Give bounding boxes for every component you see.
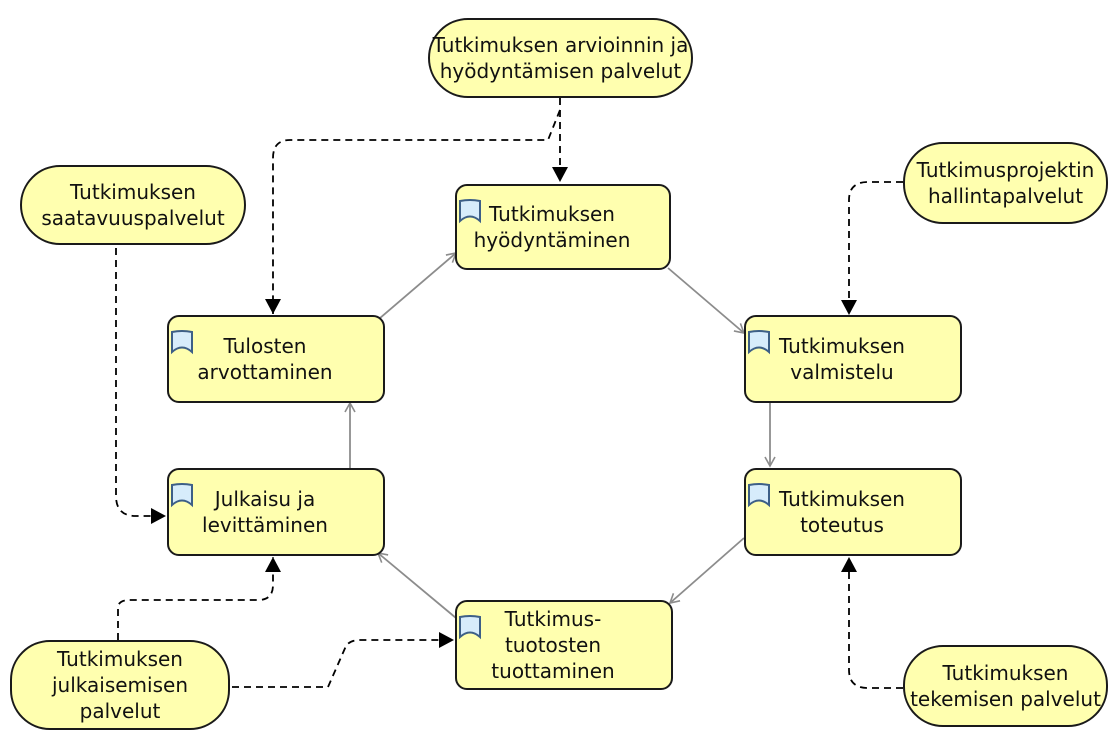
- process-tutkimuksen-valmistelu[interactable]: Tutkimuksen valmistelu: [744, 315, 962, 403]
- serve-julkaiseminen-to-julkaisu: [117, 557, 281, 640]
- process-label: Tutkimuksen valmistelu: [779, 334, 905, 384]
- process-label: Tulosten arvottaminen: [197, 334, 333, 384]
- bookmark-flag-icon: [459, 199, 481, 224]
- service-saatavuuspalvelut[interactable]: Tutkimuksen saatavuuspalvelut: [20, 165, 246, 245]
- service-hallintapalvelut[interactable]: Tutkimusprojektin hallintapalvelut: [903, 142, 1108, 224]
- service-label: Tutkimusprojektin hallintapalvelut: [916, 158, 1095, 208]
- bookmark-flag-icon: [171, 483, 193, 508]
- flow-toteutus-to-tuotosten: [668, 537, 745, 605]
- bookmark-flag-icon: [748, 483, 770, 508]
- process-label: Tutkimus- tuotosten tuottaminen: [491, 607, 615, 683]
- process-julkaisu-ja-levittaminen[interactable]: Julkaisu ja levittäminen: [167, 468, 385, 556]
- process-tutkimuksen-toteutus[interactable]: Tutkimuksen toteutus: [744, 468, 962, 556]
- service-julkaisemisen-palvelut[interactable]: Tutkimuksen julkaisemisen palvelut: [10, 640, 230, 730]
- process-tutkimustuotosten-tuottaminen[interactable]: Tutkimus- tuotosten tuottaminen: [455, 600, 673, 690]
- serve-saatavuus-to-julkaisu: [115, 248, 166, 524]
- flow-hyodyntaminen-to-valmistelu: [667, 267, 746, 335]
- serve-tekeminen-to-toteutus: [841, 557, 903, 689]
- service-arvioinnin-hyodyntamisen-palvelut[interactable]: Tutkimuksen arvioinnin ja hyödyntämisen …: [428, 18, 693, 98]
- process-tutkimuksen-hyodyntaminen[interactable]: Tutkimuksen hyödyntäminen: [455, 184, 671, 270]
- flow-arvottaminen-to-hyodyntaminen: [379, 251, 458, 319]
- bookmark-flag-icon: [171, 330, 193, 355]
- service-tekemisen-palvelut[interactable]: Tutkimuksen tekemisen palvelut: [903, 645, 1108, 727]
- flow-tuotosten-to-julkaisu: [376, 551, 457, 619]
- serve-arviointi-to-arvottaminen: [265, 109, 561, 314]
- serve-hallinta-to-valmistelu: [841, 181, 903, 315]
- process-label: Julkaisu ja levittäminen: [202, 487, 328, 537]
- service-label: Tutkimuksen saatavuuspalvelut: [41, 180, 225, 230]
- service-label: Tutkimuksen julkaisemisen palvelut: [52, 647, 188, 723]
- process-tulosten-arvottaminen[interactable]: Tulosten arvottaminen: [167, 315, 385, 403]
- serve-julkaiseminen-to-tuotosten: [232, 632, 454, 688]
- service-label: Tutkimuksen tekemisen palvelut: [910, 661, 1101, 711]
- process-label: Tutkimuksen hyödyntäminen: [473, 202, 631, 252]
- process-label: Tutkimuksen toteutus: [779, 487, 905, 537]
- service-label: Tutkimuksen arvioinnin ja hyödyntämisen …: [432, 33, 689, 83]
- bookmark-flag-icon: [748, 330, 770, 355]
- bookmark-flag-icon: [459, 615, 481, 640]
